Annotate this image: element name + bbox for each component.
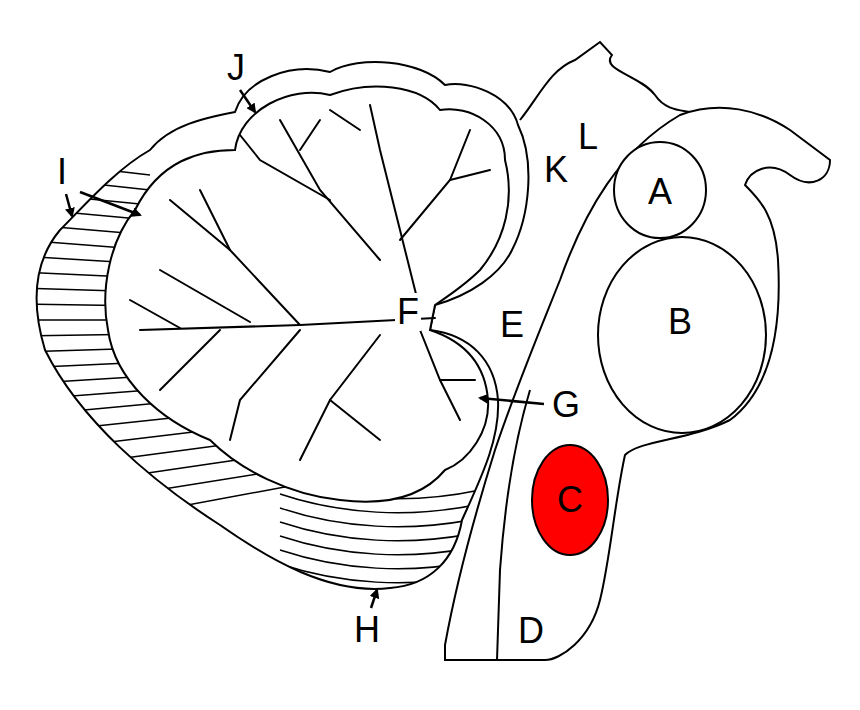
- part-letter: D: [516, 612, 546, 650]
- part-letter: I: [55, 153, 69, 191]
- part-letter: C: [555, 481, 585, 519]
- cortex-lobe: [105, 87, 509, 502]
- part-letter: B: [666, 303, 694, 341]
- part-letter: E: [498, 306, 526, 344]
- part-letter: A: [646, 173, 674, 211]
- arbor-vitae: [130, 105, 490, 460]
- part-letter: F: [395, 293, 421, 331]
- part-letter: K: [542, 151, 570, 189]
- part-letter: L: [576, 118, 600, 156]
- part-letter: H: [352, 611, 382, 649]
- part-letter: G: [550, 386, 582, 424]
- midbrain-region: [614, 142, 706, 238]
- velum-outline: [520, 42, 690, 120]
- pons-region: [598, 237, 766, 433]
- part-letter: J: [225, 49, 247, 87]
- red-nucleus-region: [532, 445, 608, 555]
- leader-arrows: [66, 90, 544, 608]
- cerebellum-outline: [37, 62, 529, 589]
